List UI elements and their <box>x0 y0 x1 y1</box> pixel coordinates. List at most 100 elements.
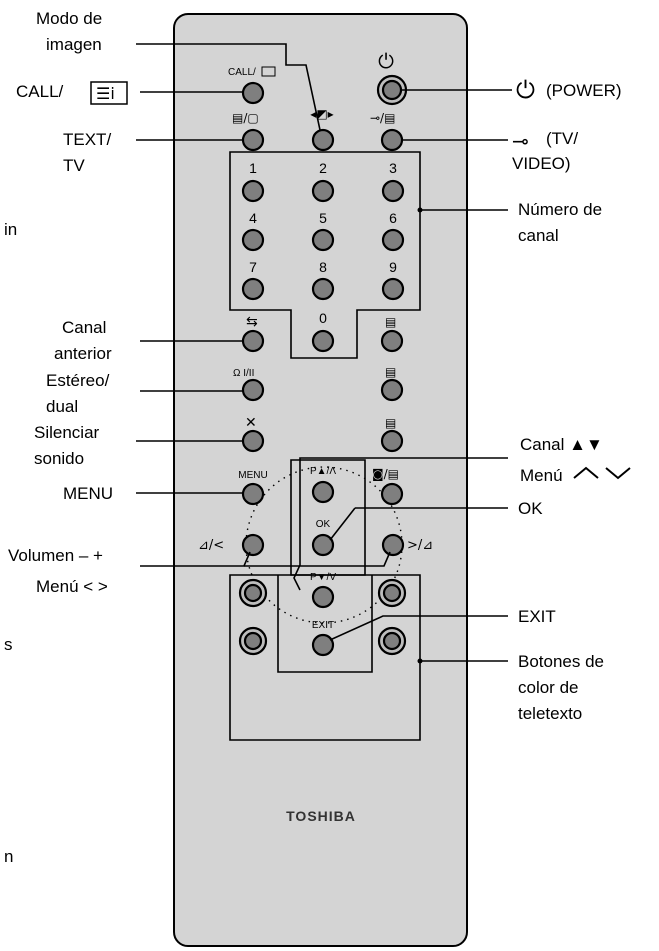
label-menu-down-chevron <box>605 467 631 480</box>
channel-up-button[interactable] <box>311 480 335 504</box>
label-estereo-1: Estéreo/ <box>46 371 110 390</box>
picture-mode-key-icon: ◂◩▸ <box>310 107 333 121</box>
label-call-icon <box>90 81 128 105</box>
digit-button-0[interactable] <box>311 329 335 353</box>
number-pad-frame <box>229 151 421 359</box>
digit-button-2[interactable] <box>311 179 335 203</box>
label-modo-imagen-1: Modo de <box>36 9 102 28</box>
teletext-button-2[interactable] <box>380 378 404 402</box>
volume-up-button[interactable] <box>381 533 405 557</box>
digit-button-8[interactable] <box>311 277 335 301</box>
label-modo-imagen-2: imagen <box>46 35 102 54</box>
digit-label-2: 2 <box>319 160 327 176</box>
stereo-key-label: Ω I/II <box>233 368 254 379</box>
mute-button[interactable] <box>241 429 265 453</box>
label-volumen: Volumen – + <box>8 546 103 565</box>
label-menu-up-chevron <box>573 466 599 479</box>
digit-label-1: 1 <box>249 160 257 176</box>
digit-button-6[interactable] <box>381 228 405 252</box>
label-menu-ud: Menú <box>520 466 563 485</box>
call-key-label: CALL/ <box>228 67 256 78</box>
digit-button-1[interactable] <box>241 179 265 203</box>
menu-button[interactable] <box>241 482 265 506</box>
digit-label-3: 3 <box>389 160 397 176</box>
mute-icon: ✕ <box>245 415 257 431</box>
volume-down-button[interactable] <box>241 533 265 557</box>
digit-button-5[interactable] <box>311 228 335 252</box>
label-tv-video-icon: ⊸ <box>512 129 529 153</box>
label-canal-anterior-1: Canal <box>62 318 106 337</box>
call-button[interactable] <box>241 81 265 105</box>
digit-label-9: 9 <box>389 259 397 275</box>
teletext-key-icon-4: ◙/▤ <box>372 467 399 481</box>
color-button-blue[interactable] <box>382 631 402 651</box>
label-exit: EXIT <box>518 607 556 626</box>
stereo-dual-button[interactable] <box>241 378 265 402</box>
margin-fragment-1: in <box>4 220 17 239</box>
label-power: (POWER) <box>546 81 622 100</box>
callout-line-volumen-right <box>244 551 391 567</box>
label-numero-canal-2: canal <box>518 226 559 245</box>
color-button-red[interactable] <box>243 583 263 603</box>
digit-label-5: 5 <box>319 210 327 226</box>
menu-key-label: MENU <box>238 470 267 481</box>
label-menu-lr: Menú < > <box>36 577 108 596</box>
label-silenciar-2: sonido <box>34 449 84 468</box>
color-button-yellow[interactable] <box>243 631 263 651</box>
tv-video-button[interactable] <box>380 128 404 152</box>
callout-line-exit <box>329 615 508 641</box>
digit-label-4: 4 <box>249 210 257 226</box>
power-button-inner[interactable] <box>381 79 403 101</box>
channel-up-key-label: P▲/Λ <box>310 466 336 477</box>
digit-button-4[interactable] <box>241 228 265 252</box>
remote-body <box>173 13 468 947</box>
teletext-key-icon-1: ▤ <box>385 315 396 329</box>
previous-channel-button[interactable] <box>241 329 265 353</box>
callout-dot-numero-canal <box>417 207 423 213</box>
label-text-tv-1: TEXT/ <box>63 130 111 149</box>
margin-fragment-2: s <box>4 635 13 654</box>
label-silenciar-1: Silenciar <box>34 423 100 442</box>
brand-logo: TOSHIBA <box>286 808 356 824</box>
teletext-button-3[interactable] <box>380 429 404 453</box>
margin-fragment-3: n <box>4 847 13 866</box>
digit-label-0: 0 <box>319 310 327 326</box>
label-tv-video-1: (TV/ <box>546 129 578 148</box>
label-power-icon: ⏻ <box>516 76 535 104</box>
power-key-icon: ⏻ <box>378 49 394 73</box>
picture-mode-button[interactable] <box>311 128 335 152</box>
digit-label-8: 8 <box>319 259 327 275</box>
label-ok: OK <box>518 499 543 518</box>
digit-button-3[interactable] <box>381 179 405 203</box>
volume-up-key-icon: >/⊿ <box>407 538 433 553</box>
teletext-button-4[interactable] <box>380 482 404 506</box>
label-numero-canal-1: Número de <box>518 200 602 219</box>
label-botones-color-1: Botones de <box>518 652 604 671</box>
label-botones-color-2: color de <box>518 678 578 697</box>
text-tv-key-icon: ▤/▢ <box>232 111 259 125</box>
ok-button[interactable] <box>311 533 335 557</box>
text-tv-button[interactable] <box>241 128 265 152</box>
ok-key-label: OK <box>316 519 331 530</box>
digit-button-7[interactable] <box>241 277 265 301</box>
label-canal-anterior-2: anterior <box>54 344 112 363</box>
previous-channel-icon: ⇆ <box>246 314 258 330</box>
teletext-color-frame <box>229 574 421 741</box>
channel-down-button[interactable] <box>311 585 335 609</box>
digit-label-6: 6 <box>389 210 397 226</box>
label-menu: MENU <box>63 484 113 503</box>
exit-key-label: EXIT <box>312 620 334 631</box>
teletext-button-1[interactable] <box>380 329 404 353</box>
exit-button[interactable] <box>311 633 335 657</box>
digit-button-9[interactable] <box>381 277 405 301</box>
label-call: CALL/ <box>16 82 64 101</box>
label-text-tv-2: TV <box>63 156 85 175</box>
label-botones-color-3: teletexto <box>518 704 582 723</box>
callout-line-ok <box>329 507 356 541</box>
tv-video-key-icon: ⊸/▤ <box>370 111 395 125</box>
label-tv-video-2: VIDEO) <box>512 154 571 173</box>
digit-label-7: 7 <box>249 259 257 275</box>
label-estereo-2: dual <box>46 397 78 416</box>
color-button-green[interactable] <box>382 583 402 603</box>
